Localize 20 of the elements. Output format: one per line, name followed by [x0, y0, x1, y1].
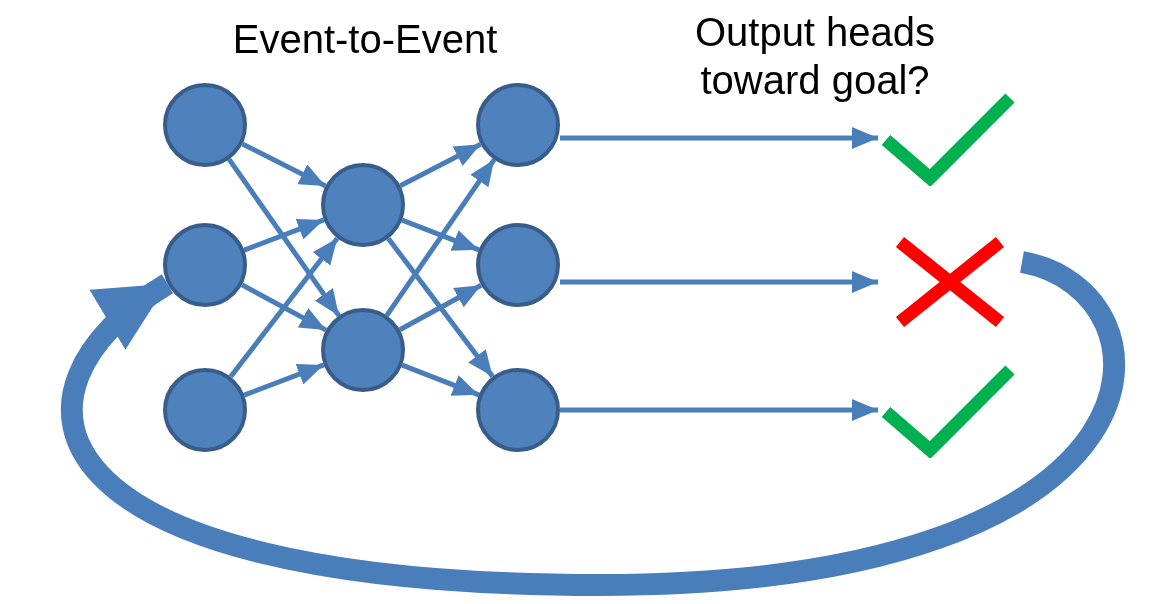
arrow — [401, 217, 480, 253]
neuron-circle — [321, 163, 405, 247]
arrow — [227, 157, 341, 318]
arrow — [228, 236, 340, 379]
arrow — [398, 283, 483, 332]
feedback-arrow — [61, 251, 1125, 596]
arrow — [384, 158, 497, 317]
arrow — [240, 282, 328, 333]
arrow — [243, 362, 325, 398]
arrow — [386, 237, 495, 378]
text-label: Output heads toward goal? — [693, 9, 937, 104]
arrow — [243, 217, 325, 253]
arrow — [560, 271, 878, 293]
arrow — [399, 142, 482, 188]
text-label: Event-to-Event — [231, 16, 499, 63]
neuron-circle — [321, 308, 405, 392]
arrow — [560, 399, 878, 421]
arrow — [560, 127, 878, 149]
arrow — [241, 141, 327, 189]
arrow — [401, 362, 480, 398]
